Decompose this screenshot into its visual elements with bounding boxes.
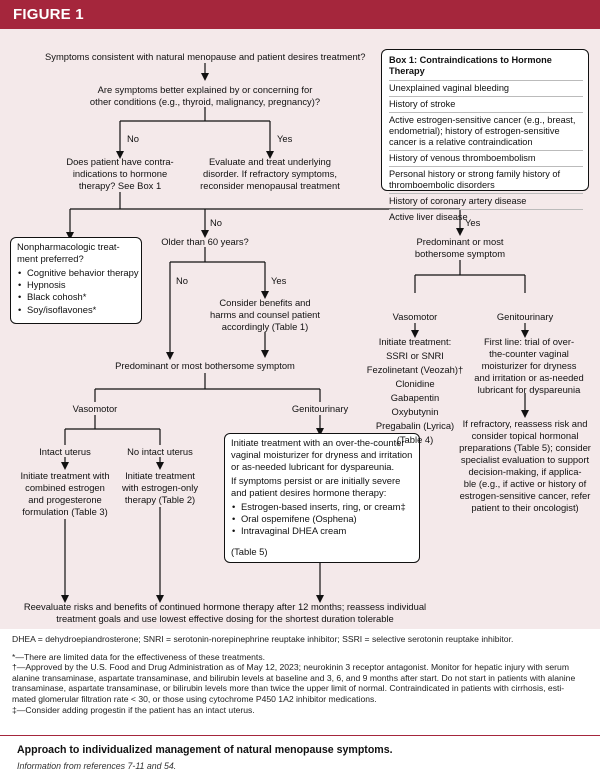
nonpharm-list: Cognitive behavior therapy Hypnosis Blac… <box>17 267 139 316</box>
node-estrogen-line3: therapy (Table 2) <box>124 494 196 505</box>
node-geni-right: Genitourinary <box>496 311 554 322</box>
node-pred-left: Predominant or most bothersome symptom <box>115 360 295 371</box>
node-reevaluate-line1: Reevaluate risks and benefits of continu… <box>23 601 427 612</box>
node-q-contra-line1: Does patient have contra- <box>66 156 174 167</box>
list-item: (Table 4) <box>396 434 434 445</box>
vaso-right-title: Initiate treatment: <box>378 336 452 347</box>
label-no-3: No <box>176 275 188 286</box>
node-combined-line1: Initiate treatment with <box>20 470 110 481</box>
node-pred-right-line1: Predominant or most <box>416 236 504 247</box>
node-vaso-left: Vasomotor <box>72 403 118 414</box>
figure-label: FIGURE 1 <box>13 6 84 23</box>
node-geni-left: Genitourinary <box>291 403 349 414</box>
node-pred-right-line2: bothersome symptom <box>414 248 506 259</box>
node-q-other-line2: other conditions (e.g., thyroid, maligna… <box>89 96 321 107</box>
node-eval-line2: disorder. If refractory symptoms, <box>203 168 337 179</box>
node-consider-line1: Consider benefits and <box>219 297 311 308</box>
node-combined-line2: combined estrogen <box>25 482 105 493</box>
node-estrogen-line2: with estrogen-only <box>121 482 199 493</box>
label-yes-1: Yes <box>277 133 293 144</box>
box1-item: History of stroke <box>389 96 583 112</box>
box1-item: History of coronary artery disease <box>389 193 583 209</box>
list-item: Gabapentin <box>390 392 440 403</box>
label-no-2: No <box>210 217 222 228</box>
list-item: Oral ospemifene (Osphena) <box>231 513 406 525</box>
footnote-dagger-line4: mated glomerular filtration rate < 30, o… <box>12 693 377 704</box>
genito-list: Estrogen-based inserts, ring, or cream‡ … <box>231 501 406 538</box>
node-reevaluate-line2: treatment goals and use lowest effective… <box>56 613 394 624</box>
node-vaso-right: Vasomotor <box>392 311 438 322</box>
footnote-dagger-line3: transaminase, aspartate transaminase, or… <box>12 683 565 694</box>
genito-line4: If symptoms persist or are initially sev… <box>231 475 401 486</box>
node-intact: Intact uterus <box>39 446 91 457</box>
node-q-age: Older than 60 years? <box>161 236 249 247</box>
list-item: Black cohosh* <box>17 291 139 303</box>
genito-line1: Initiate treatment with an over-the-coun… <box>231 437 405 448</box>
nonpharm-box: Nonpharmacologic treat- ment preferred? … <box>10 237 142 324</box>
box1-item: History of venous thromboembolism <box>389 150 583 166</box>
node-q-contra-line3: therapy? See Box 1 <box>78 180 162 191</box>
genito-line3: or as-needed lubricant for dyspareunia. <box>231 461 395 472</box>
footnote-dagger-line1: †—Approved by the U.S. Food and Drug Adm… <box>12 662 569 673</box>
node-no-intact: No intact uterus <box>127 446 193 457</box>
box1-contraindications: Box 1: Contraindications to Hormone Ther… <box>381 49 589 222</box>
node-consider-line3: accordingly (Table 1) <box>221 321 309 332</box>
list-item: Oxybutynin <box>391 406 439 417</box>
genito-table-ref: (Table 5) <box>231 546 268 557</box>
nonpharm-title-line1: Nonpharmacologic treat- <box>17 241 120 252</box>
figure-caption: Approach to individualized management of… <box>0 735 600 780</box>
caption-title: Approach to individualized management of… <box>17 744 393 756</box>
branch-age <box>169 247 266 349</box>
box1-item: Active liver disease <box>389 209 583 225</box>
genito-treatment-box: Initiate treatment with an over-the-coun… <box>224 433 420 563</box>
label-yes-3: Yes <box>271 275 287 286</box>
flowchart: Symptoms consistent with natural menopau… <box>0 29 600 629</box>
list-item: Hypnosis <box>17 279 139 291</box>
footnote-star: *—There are limited data for the effecti… <box>12 651 266 662</box>
node-eval-line3: reconsider menopausal treatment <box>200 180 340 191</box>
list-item: Cognitive behavior therapy <box>17 267 139 279</box>
figure-header: FIGURE 1 <box>0 0 600 29</box>
node-q-contra-line2: indications to hormone <box>72 168 168 179</box>
footnote-dagger-line2: alanine transaminase, aspartate transami… <box>12 672 576 683</box>
list-item: Intravaginal DHEA cream <box>231 525 406 537</box>
box1-item: Personal history or strong family histor… <box>389 166 583 193</box>
genito-line2: vaginal moisturizer for dryness and irri… <box>231 449 413 460</box>
list-item: Fezolinetant (Veozah)† <box>366 364 464 375</box>
branch-vaso-left <box>64 415 161 445</box>
branch-q-other <box>119 107 271 146</box>
footnote-double-dagger: ‡—Consider adding progestin if the patie… <box>12 704 255 715</box>
list-item: SSRI or SNRI <box>386 350 444 361</box>
node-q-other-line1: Are symptoms better explained by or conc… <box>97 84 313 95</box>
box1-title: Box 1: Contraindications to Hormone Ther… <box>389 55 552 76</box>
footnotes: DHEA = dehydroepiandrosterone; SNRI = se… <box>12 634 592 715</box>
label-yes-2: Yes <box>465 217 481 228</box>
caption-source: Information from references 7-11 and 54. <box>17 761 177 771</box>
node-estrogen-line1: Initiate treatment <box>125 470 195 481</box>
node-combined-line3: and progesterone <box>28 494 102 505</box>
list-item: Soy/isoflavones* <box>17 304 139 316</box>
list-item: Pregabalin (Lyrica) <box>375 420 455 431</box>
branch-pred-right <box>414 260 526 293</box>
list-item: Clonidine <box>395 378 435 389</box>
node-combined-line4: formulation (Table 3) <box>22 506 108 517</box>
node-consider-line2: harms and counsel patient <box>210 309 320 320</box>
branch-pred-left <box>94 373 321 402</box>
list-item: Estrogen-based inserts, ring, or cream‡ <box>231 501 406 513</box>
footnote-abbreviations: DHEA = dehydroepiandrosterone; SNRI = se… <box>12 634 514 644</box>
genito-line5: and patient desires hormone therapy: <box>231 487 387 498</box>
nonpharm-title-line2: ment preferred? <box>17 253 84 264</box>
flowchart-connectors <box>61 63 529 603</box>
box1-item: Active estrogen-sensitive cancer (e.g., … <box>389 112 583 150</box>
node-start: Symptoms consistent with natural menopau… <box>45 51 366 62</box>
node-eval-line1: Evaluate and treat underlying <box>209 156 331 167</box>
box1-item: Unexplained vaginal bleeding <box>389 80 583 96</box>
label-no-1: No <box>127 133 139 144</box>
